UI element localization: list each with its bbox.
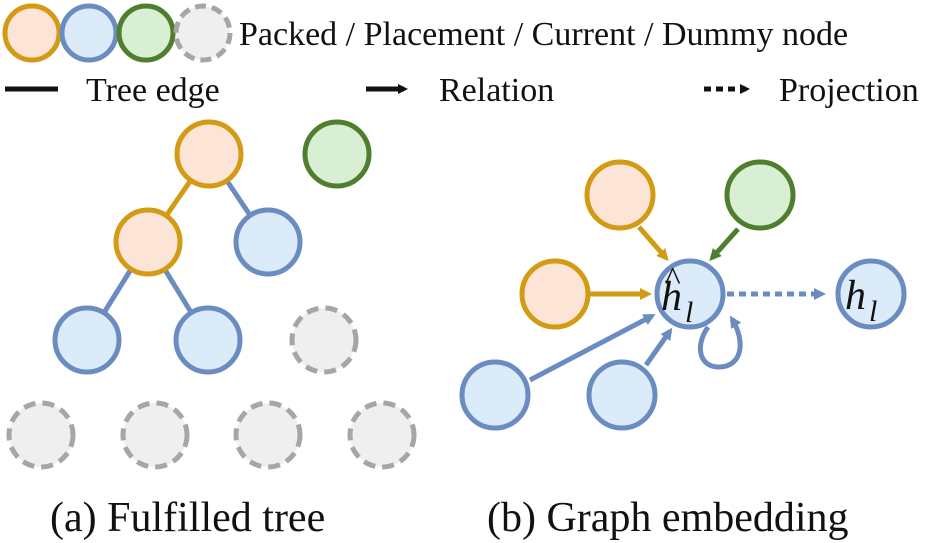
tree-dummy-node — [289, 305, 359, 375]
tree-dummy-node — [6, 400, 76, 470]
center-node-sub: l — [685, 296, 693, 329]
legend-dummy-node — [173, 3, 233, 63]
target-node-var: h — [845, 273, 866, 319]
legend-node-types-label: Packed / Placement / Current / Dummy nod… — [239, 16, 848, 53]
self-loop-arrow — [697, 315, 743, 370]
graph-packed-node — [584, 159, 656, 231]
fulfilled-tree — [6, 119, 417, 470]
relation-arrow-packed — [637, 225, 669, 262]
tree-placement-node — [173, 305, 243, 375]
caption-graph-embedding: (b) Graph embedding — [487, 495, 849, 541]
tree-placement-node — [52, 305, 122, 375]
legend-packed-node — [2, 3, 62, 63]
graph-current-node — [724, 159, 796, 231]
center-node-var: h — [661, 274, 682, 320]
tree-packed-node — [113, 207, 183, 277]
graph-center-node — [654, 258, 726, 330]
graph-placement-node — [459, 359, 531, 431]
graph-placement-node — [586, 359, 658, 431]
graph-embedding: ^ h l h l — [459, 159, 907, 431]
relation-arrow-placement — [643, 327, 673, 367]
legend-projection-label: Projection — [779, 72, 919, 109]
center-node-hat: ^ — [664, 261, 681, 298]
relation-arrow-current — [709, 227, 740, 261]
legend-relation-label: Relation — [439, 72, 554, 109]
graph-target-node — [835, 258, 907, 330]
legend-placement-node — [59, 3, 119, 63]
caption-fulfilled-tree: (a) Fulfilled tree — [50, 495, 325, 541]
legend-node-swatches — [2, 3, 233, 63]
tree-packed-node-root — [174, 119, 244, 189]
target-node-sub: l — [869, 295, 877, 328]
tree-dummy-node — [347, 400, 417, 470]
relation-arrow-placement — [528, 313, 656, 383]
tree-dummy-node — [233, 400, 303, 470]
tree-placement-node — [233, 207, 303, 277]
legend-tree-edge-label: Tree edge — [86, 72, 220, 109]
tree-current-node — [302, 119, 372, 189]
tree-dummy-node — [120, 400, 190, 470]
legend-current-node — [116, 3, 176, 63]
graph-packed-node — [519, 258, 591, 330]
